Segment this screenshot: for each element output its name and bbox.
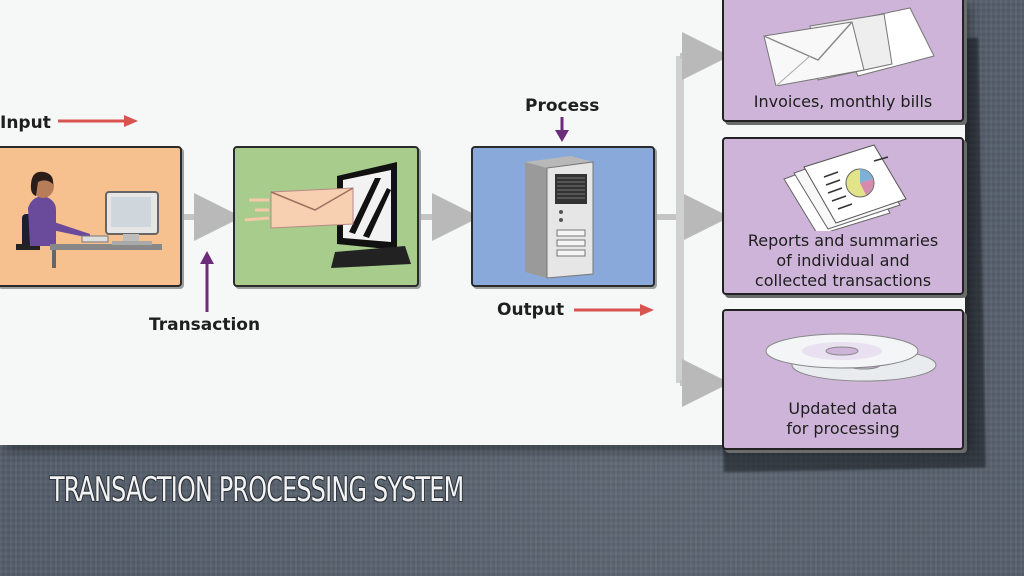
flow-arrows [182,32,730,407]
input-arrow [58,115,138,127]
output-label: Output [497,300,565,320]
output-updated-data-text: Updated data for processing [786,399,900,438]
transaction-arrow [200,251,214,312]
disks-icon [765,333,937,382]
diagram-panel: Input Transaction Process Output [0,0,965,450]
input-box [0,146,182,287]
capture-box [233,146,419,287]
output-reports-text: Reports and summaries of individual and … [747,231,939,290]
transaction-label: Transaction [149,315,261,335]
output-invoices-text: Invoices, monthly bills [753,92,933,111]
person-at-computer-icon [16,171,162,268]
output-arrow [574,304,654,316]
server-tower-icon [525,156,594,279]
output-box-updated-data: Updated data for processing [722,309,964,450]
process-box [471,146,655,287]
envelopes-icon [763,7,935,86]
process-arrow [555,117,569,142]
report-pages-icon [783,144,907,231]
input-label: Input [0,113,51,133]
slide-title: TRANSACTION PROCESSING SYSTEM [50,470,464,510]
envelope-into-monitor-icon [244,162,411,268]
process-label: Process [525,96,600,116]
output-box-reports: Reports and summaries of individual and … [722,137,964,295]
output-box-invoices: Invoices, monthly bills [722,0,964,122]
